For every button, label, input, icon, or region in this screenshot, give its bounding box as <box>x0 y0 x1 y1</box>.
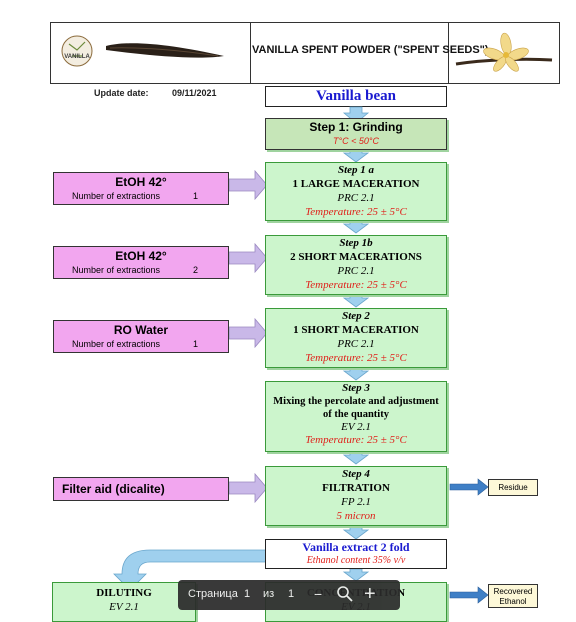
step-1a-box: Step 1 a 1 LARGE MACERATION PRC 2.1 Temp… <box>265 162 447 221</box>
vanilla-flower-picture <box>452 30 556 78</box>
step-code: EV 2.1 <box>341 421 371 433</box>
step-name-line1: Mixing the percolate and adjustment <box>273 396 439 407</box>
diluting-code: EV 2.1 <box>109 601 139 613</box>
step-1-temp: T°C < 50°C <box>333 136 379 146</box>
step-name: FILTRATION <box>322 482 390 494</box>
step-label: Step 3 <box>342 382 370 394</box>
step-temp: Temperature: 25 ± 5°C <box>305 352 407 364</box>
header-divider <box>448 22 449 84</box>
step-label: Step 1b <box>339 237 373 249</box>
input-etoh-2: EtOH 42° Number of extractions 2 <box>53 246 229 279</box>
down-arrow <box>342 367 370 381</box>
step-code: PRC 2.1 <box>337 265 375 277</box>
input-label: Number of extractions <box>72 191 161 201</box>
right-arrow <box>228 472 268 504</box>
diluting-box: DILUTING EV 2.1 <box>52 582 196 622</box>
step-code: PRC 2.1 <box>337 192 375 204</box>
diluting-name: DILUTING <box>96 587 152 599</box>
vanilla-bean-picture <box>100 34 230 68</box>
zoom-icon[interactable] <box>336 585 354 603</box>
right-arrow <box>228 242 268 274</box>
vanilla-bean-label: Vanilla bean <box>316 88 396 104</box>
input-filter-aid: Filter aid (dicalite) <box>53 477 229 501</box>
input-value: 1 <box>192 191 198 201</box>
step-temp: Temperature: 25 ± 5°C <box>305 279 407 291</box>
extract-sub: Ethanol content 35% v/v <box>306 555 406 566</box>
step-3-box: Step 3 Mixing the percolate and adjustme… <box>265 381 447 452</box>
input-title: RO Water <box>113 323 169 337</box>
down-arrow <box>342 451 370 465</box>
step-temp: Temperature: 25 ± 5°C <box>305 206 407 218</box>
pdf-viewer-toolbar: Страница 1 из 1 − + <box>178 580 400 610</box>
input-label: Number of extractions <box>72 339 161 349</box>
step-label: Step 2 <box>342 310 370 322</box>
residue-label: Residue <box>498 483 528 492</box>
step-code: PRC 2.1 <box>337 338 375 350</box>
document-header <box>50 22 560 84</box>
total-pages: 1 <box>288 588 295 600</box>
step-temp: Temperature: 25 ± 5°C <box>305 434 407 446</box>
step-label: Step 1 a <box>337 164 375 176</box>
zoom-in-icon[interactable]: + <box>364 583 376 605</box>
input-label: Number of extractions <box>72 265 161 275</box>
zoom-out-icon[interactable]: − <box>314 586 323 602</box>
page-label: Страница <box>188 588 238 600</box>
logo-text: VANILLA <box>64 54 90 60</box>
right-arrow-residue <box>449 478 489 496</box>
residue-box: Residue <box>488 479 538 496</box>
input-title: EtOH 42° <box>115 175 167 189</box>
input-title: EtOH 42° <box>115 249 167 263</box>
input-ro-water: RO Water Number of extractions 1 <box>53 320 229 353</box>
input-value: 2 <box>192 265 198 275</box>
step-1-grinding-box: Step 1: Grinding T°C < 50°C <box>265 118 447 150</box>
current-page[interactable]: 1 <box>244 588 251 600</box>
step-1b-box: Step 1b 2 SHORT MACERATIONS PRC 2.1 Temp… <box>265 235 447 295</box>
right-arrow <box>228 317 268 349</box>
down-arrow <box>342 220 370 234</box>
step-label: Step 4 <box>342 468 370 480</box>
step-code: FP 2.1 <box>341 496 371 508</box>
right-arrow <box>228 169 268 201</box>
down-arrow <box>342 149 370 163</box>
vanilla-logo: VANILLA <box>60 30 94 72</box>
step-1-title: Step 1: Grinding <box>309 120 403 134</box>
input-value: 1 <box>192 339 198 349</box>
step-name: 1 SHORT MACERATION <box>293 324 419 336</box>
down-arrow <box>342 568 370 582</box>
step-name: 2 SHORT MACERATIONS <box>290 251 422 263</box>
step-4-box: Step 4 FILTRATION FP 2.1 5 micron <box>265 466 447 526</box>
step-name-line2: of the quantity <box>323 409 389 420</box>
document-title: VANILLA SPENT POWDER ("SPENT SEEDS") <box>252 44 489 56</box>
input-etoh-1: EtOH 42° Number of extractions 1 <box>53 172 229 205</box>
header-divider <box>250 22 251 84</box>
right-arrow-recovered <box>449 586 489 604</box>
recovered-label-line1: Recovered <box>493 587 533 596</box>
update-date-value: 09/11/2021 <box>172 88 217 98</box>
vanilla-extract-box: Vanilla extract 2 fold Ethanol content 3… <box>265 539 447 569</box>
step-name: 1 LARGE MACERATION <box>292 178 420 190</box>
down-arrow <box>342 294 370 308</box>
extract-title: Vanilla extract 2 fold <box>302 540 410 554</box>
vanilla-bean-box: Vanilla bean <box>265 86 447 107</box>
input-title: Filter aid (dicalite) <box>62 482 165 496</box>
recovered-label-line2: Ethanol <box>499 597 527 606</box>
of-label: из <box>263 588 275 600</box>
down-arrow <box>342 525 370 540</box>
step-2-box: Step 2 1 SHORT MACERATION PRC 2.1 Temper… <box>265 308 447 368</box>
recovered-ethanol-box: Recovered Ethanol <box>488 584 538 608</box>
step-temp: 5 micron <box>336 510 376 522</box>
update-date-label: Update date: <box>94 88 149 98</box>
